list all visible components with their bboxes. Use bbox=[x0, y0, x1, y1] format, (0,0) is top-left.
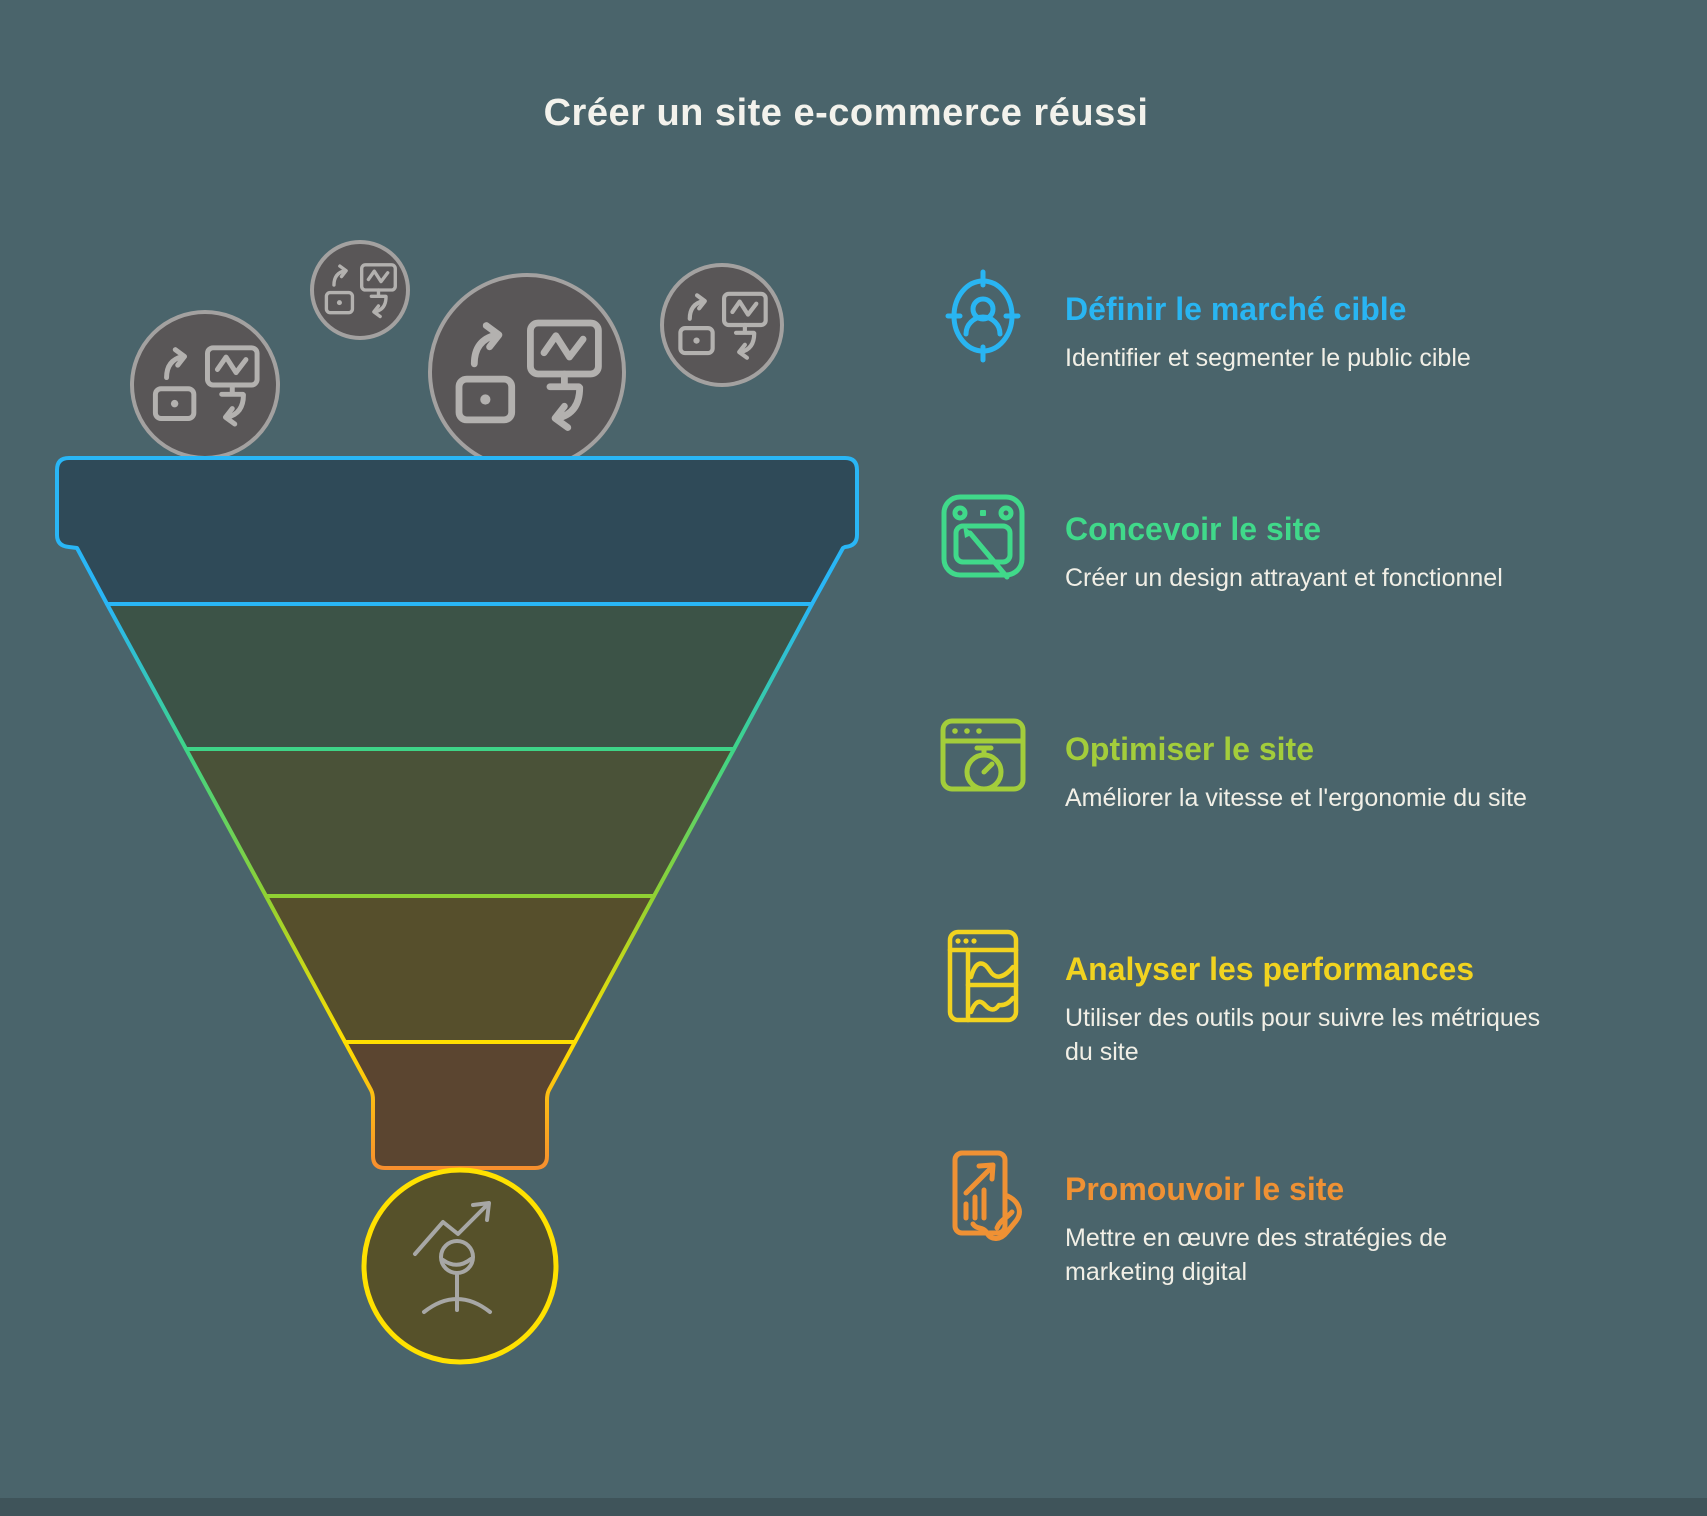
funnel-outlet-circle bbox=[361, 1167, 559, 1365]
footer-strip bbox=[0, 1498, 1707, 1516]
dashboard-charts-icon bbox=[935, 928, 1031, 1024]
funnel-diagram bbox=[55, 240, 859, 1365]
growth-person-icon bbox=[413, 1201, 492, 1314]
step-subtitle: Identifier et segmenter le public cible bbox=[1065, 344, 1471, 373]
funnel-stage-5 bbox=[343, 1040, 577, 1170]
funnel-stage-1 bbox=[55, 456, 859, 606]
funnel-stage-2 bbox=[105, 602, 814, 751]
design-tablet-pen-icon bbox=[935, 488, 1031, 584]
funnel-stage-3 bbox=[184, 747, 736, 898]
step-design-site: Concevoir le site Créer un design attray… bbox=[935, 488, 1635, 596]
hand-promote-icon bbox=[935, 1148, 1031, 1244]
step-title: Concevoir le site bbox=[1065, 511, 1322, 547]
step-define-target-market: Définir le marché cible Identifier et se… bbox=[935, 268, 1635, 376]
input-circle bbox=[310, 240, 410, 340]
target-user-icon bbox=[935, 268, 1031, 364]
input-circle bbox=[660, 263, 784, 387]
step-title: Analyser les performances bbox=[1065, 951, 1475, 987]
browser-stopwatch-icon bbox=[935, 708, 1031, 804]
step-subtitle: Mettre en œuvre des stratégies de market… bbox=[1065, 1224, 1448, 1286]
step-title: Promouvoir le site bbox=[1065, 1171, 1345, 1207]
funnel-stage-4 bbox=[264, 894, 656, 1044]
step-analyze-performance: Analyser les performances Utiliser des o… bbox=[935, 928, 1635, 1069]
page-title: Créer un site e-commerce réussi bbox=[543, 92, 1149, 134]
step-optimize-site: Optimiser le site Améliorer la vitesse e… bbox=[935, 708, 1635, 816]
step-promote-site: Promouvoir le site Mettre en œuvre des s… bbox=[935, 1148, 1635, 1289]
input-circle bbox=[428, 273, 626, 471]
step-title: Optimiser le site bbox=[1065, 731, 1314, 767]
step-subtitle: Utiliser des outils pour suivre les métr… bbox=[1065, 1004, 1541, 1066]
step-subtitle: Créer un design attrayant et fonctionnel bbox=[1065, 564, 1503, 593]
funnel-input-circles bbox=[130, 240, 784, 471]
step-subtitle: Améliorer la vitesse et l'ergonomie du s… bbox=[1065, 784, 1527, 813]
input-circle bbox=[130, 310, 280, 460]
step-title: Définir le marché cible bbox=[1065, 291, 1407, 327]
